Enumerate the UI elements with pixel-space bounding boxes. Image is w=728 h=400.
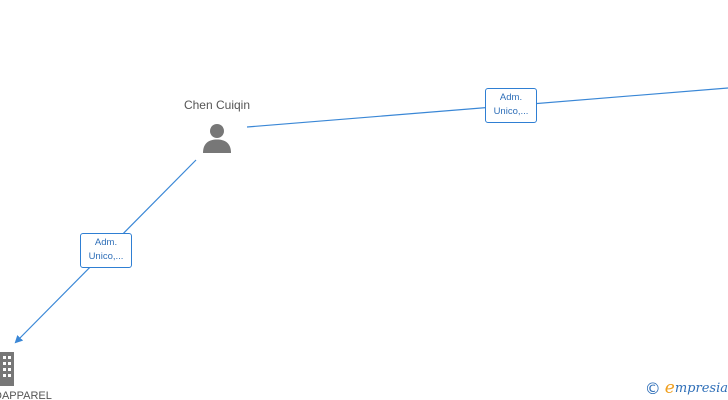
building-icon[interactable] <box>0 352 16 391</box>
relation-label-left-line2: Unico,... <box>88 251 124 262</box>
relation-label-left[interactable]: Adm. Unico,... <box>80 233 132 268</box>
brand-initial: e <box>664 378 675 398</box>
brand-name: mpresia <box>674 380 728 396</box>
copyright-icon: © <box>644 378 661 398</box>
relation-label-left-line1: Adm. <box>94 237 118 248</box>
relation-label-top-line2: Unico,... <box>493 106 529 117</box>
company-name[interactable]: DAPPAREL <box>0 390 52 400</box>
person-name[interactable]: Chen Cuiqin <box>183 98 251 112</box>
brand-logo[interactable]: © e mpresia <box>645 378 728 398</box>
relation-label-top-line1: Adm. <box>499 92 523 103</box>
relation-label-top[interactable]: Adm. Unico,... <box>485 88 537 123</box>
person-icon[interactable] <box>201 122 233 159</box>
